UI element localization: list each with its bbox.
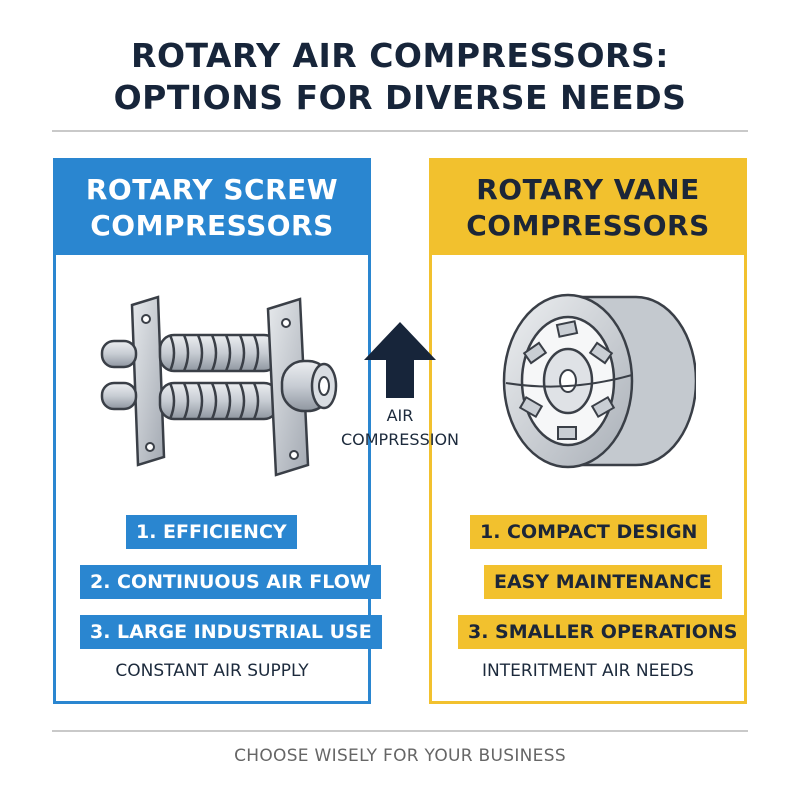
screw-heading-line-1: ROTARY SCREW xyxy=(85,173,339,206)
compression-label: COMPRESSION xyxy=(340,430,460,449)
screw-feature-efficiency: 1. EFFICIENCY xyxy=(126,515,297,549)
vane-heading-line-2: COMPRESSORS xyxy=(466,209,710,242)
air-label: AIR xyxy=(386,406,414,425)
vane-panel-heading: ROTARY VANE COMPRESSORS xyxy=(432,161,744,255)
screw-caption: CONSTANT AIR SUPPLY xyxy=(115,661,309,681)
screw-panel-heading: ROTARY SCREW COMPRESSORS xyxy=(56,161,368,255)
footer-text: CHOOSE WISELY FOR YOUR BUSINESS xyxy=(234,746,566,766)
air-compression-label: AIR COMPRESSION xyxy=(330,404,470,452)
title-line-1: ROTARY AIR COMPRESSORS: xyxy=(131,36,669,75)
screw-heading-line-2: COMPRESSORS xyxy=(90,209,334,242)
vane-caption: INTERITMENT AIR NEEDS xyxy=(482,661,694,681)
screw-feature-continuous-air-flow: 2. CONTINUOUS AIR FLOW xyxy=(80,565,381,599)
screw-feature-large-industrial-use: 3. LARGE INDUSTRIAL USE xyxy=(80,615,382,649)
title-line-2: OPTIONS FOR DIVERSE NEEDS xyxy=(113,78,687,117)
twin-screw-rotor-icon xyxy=(100,295,338,477)
screw-compressor-panel: ROTARY SCREW COMPRESSORS xyxy=(53,158,382,704)
bottom-divider xyxy=(52,730,748,732)
top-divider xyxy=(52,130,748,132)
vane-feature-smaller-operations: 3. SMALLER OPERATIONS xyxy=(458,615,748,649)
vane-feature-compact-design: 1. COMPACT DESIGN xyxy=(470,515,708,549)
arrow-up-icon xyxy=(364,322,436,398)
vane-compressor-panel: ROTARY VANE COMPRESSORS 1. CO xyxy=(429,158,748,704)
vane-rotor-icon xyxy=(502,293,696,469)
vane-feature-easy-maintenance: EASY MAINTENANCE xyxy=(484,565,722,599)
vane-heading-line-1: ROTARY VANE xyxy=(476,173,700,206)
